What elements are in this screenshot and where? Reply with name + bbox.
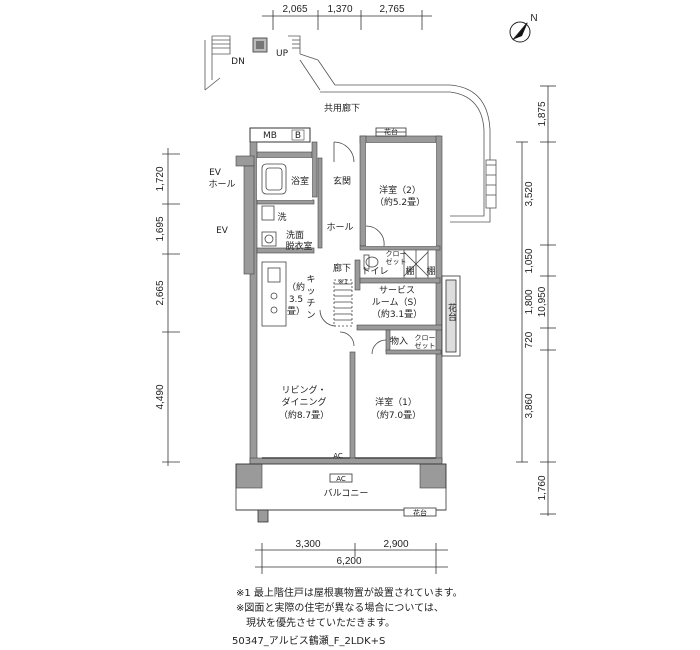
living-label-1: リビング・ [281, 384, 326, 396]
flower-bed-top [375, 127, 407, 137]
plan-code: 50347_アルビス鶴瀬_F_2LDK+S [232, 636, 386, 647]
washroom-label-1: 洗面 [286, 229, 304, 241]
right-dimension-line [516, 85, 556, 516]
right-dim-1: 1,875 [537, 101, 548, 126]
bottom-dim-1: 3,300 [295, 539, 320, 550]
compass-label: N [530, 13, 537, 24]
left-dim-1: 1,720 [155, 166, 166, 191]
top-dim-2: 1,370 [327, 4, 352, 15]
stairs-up-label: UP [276, 49, 289, 59]
service-room-label-3: （約3.1畳） [372, 308, 422, 320]
closet-label-2: ゼット [386, 257, 407, 266]
closet-2-label-1: クロー [415, 334, 436, 342]
flower-bed-side [441, 275, 461, 357]
kitchen-label-4: ン [306, 311, 315, 321]
bottom-dimension-line [255, 543, 448, 574]
hallway-label: 廊下 [333, 262, 351, 274]
western-room-1-label: 洋室（1） [375, 396, 417, 408]
living-ac-label: AC [333, 452, 343, 460]
flower-bed-top-label: 花台 [384, 127, 398, 136]
top-dim-1: 2,065 [282, 4, 307, 15]
kitchen-label-1: キ [306, 275, 315, 285]
shelf-label-1: 棚 [405, 265, 414, 277]
western-room-2-label: 洋室（2） [379, 184, 421, 196]
storage-label: 物入 [390, 335, 408, 347]
left-dim-2: 1,695 [155, 216, 166, 241]
kitchen-size-1: （約 [287, 281, 305, 293]
flower-bed-bottom-label: 花台 [413, 508, 427, 517]
left-dimension-line [162, 148, 180, 466]
right-dim-total: 10,950 [537, 286, 548, 317]
left-dim-3: 2,665 [155, 280, 166, 305]
top-dim-3: 2,765 [379, 4, 404, 15]
hall-label: ホール [326, 222, 353, 233]
compass-icon [509, 21, 531, 43]
footnote-1: ※1 最上階住戸は屋根裏物置が設置されています。 [236, 588, 463, 599]
living-label-3: （約8.7畳） [279, 409, 329, 421]
kitchen-size-2: 3.5 [289, 295, 303, 305]
corridor-label: 共用廊下 [324, 102, 360, 114]
wash-label: 洗 [277, 211, 286, 223]
kitchen-label-3: チ [306, 298, 315, 309]
service-room-label-2: ルーム（S） [372, 297, 422, 308]
western-room-2-size: （約5.2畳） [375, 196, 425, 208]
balcony-ac-label: AC [336, 475, 346, 483]
room-fills [257, 143, 436, 246]
bath-label: 浴室 [291, 175, 309, 187]
toilet-label: トイレ [361, 267, 388, 277]
left-dim-4: 4,490 [155, 384, 166, 409]
ev-hall-label-1: EV [209, 168, 222, 178]
right-dim-4: 1,800 [524, 289, 535, 314]
kitchen-label-2: ッ [306, 287, 315, 297]
ev-label: EV [216, 226, 229, 236]
living-label-2: ダイニング [281, 396, 326, 408]
washroom-label-2: 脱衣室 [285, 240, 312, 252]
western-room-1-size: （約7.0畳） [371, 409, 421, 421]
fixtures [261, 141, 436, 459]
balcony-area [235, 463, 447, 523]
closet-2-label-2: ゼット [415, 341, 436, 350]
note-mark-label: ※1 [338, 278, 348, 286]
right-dim-5: 720 [524, 331, 535, 348]
stairs-down-label: DN [231, 57, 245, 67]
flower-bed-side-label-1: 花台 [446, 302, 457, 322]
right-dim-6: 3,860 [524, 393, 535, 418]
b-label: B [295, 131, 301, 141]
top-dimension-line [262, 10, 432, 30]
right-dim-2: 3,520 [524, 181, 535, 206]
stairs-area [204, 35, 336, 91]
right-dim-7: 1,760 [537, 475, 548, 500]
service-room-label-1: サービス [379, 285, 415, 296]
ev-hall-label-2: ホール [208, 179, 235, 190]
mb-label: MB [263, 131, 277, 141]
apartment-walls [235, 127, 447, 489]
closet-label-1: クロー [386, 250, 407, 258]
kitchen-size-3: 畳） [287, 306, 305, 317]
entrance-label: 玄関 [333, 175, 351, 187]
footnote-3: 現状を優先させていただきます。 [236, 618, 395, 629]
balcony-label: バルコニー [324, 488, 369, 499]
bottom-dim-total: 6,200 [336, 556, 361, 567]
bottom-dim-2: 2,900 [383, 539, 408, 550]
corridor-rail [320, 84, 497, 223]
shelf-label-2: 棚 [426, 265, 435, 277]
right-dim-3: 1,050 [524, 248, 535, 273]
footnote-2: ※図面と実際の住宅が異なる場合については、 [236, 603, 444, 614]
